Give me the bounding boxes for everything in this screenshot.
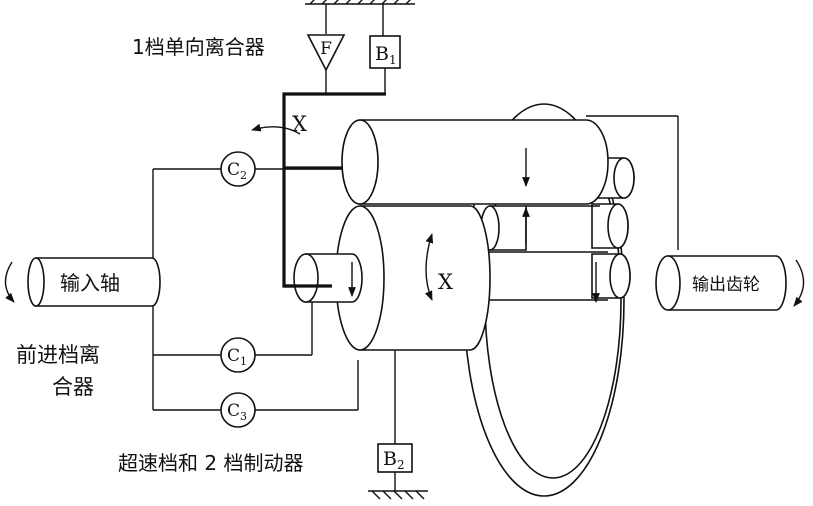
output-gear-label: 输出齿轮 — [692, 275, 760, 295]
ground-top — [305, 0, 415, 36]
output-connection — [586, 115, 679, 250]
output-gear: 输出齿轮 — [655, 255, 805, 311]
forward-clutch-label-2: 合器 — [52, 375, 94, 399]
svg-text:C3: C3 — [227, 401, 247, 423]
svg-text:C1: C1 — [227, 346, 247, 368]
b1-sub: 1 — [389, 53, 397, 67]
input-shaft: 输入轴 — [4, 257, 161, 307]
forward-clutch-label-1: 前进档离 — [16, 343, 100, 367]
one-way-clutch-f: F — [306, 34, 346, 94]
brake-b2: B2 — [377, 350, 413, 473]
svg-text:B2: B2 — [383, 448, 405, 472]
brake-b1: B1 — [369, 35, 401, 94]
b1-base: B — [375, 43, 389, 65]
input-shaft-label: 输入轴 — [60, 271, 120, 295]
f-label: F — [320, 39, 332, 59]
upper-drum — [341, 119, 609, 205]
overdrive-brake-label: 超速档和 2 档制动器 — [118, 451, 303, 475]
svg-text:C2: C2 — [227, 160, 247, 182]
x-upper-label: X — [292, 112, 307, 136]
planet-gears-right — [591, 157, 635, 299]
clutch-c1: C1 — [220, 337, 256, 373]
rotation-arrow-upper — [251, 123, 301, 135]
clutch-c3: C3 — [220, 392, 256, 428]
one-way-clutch-label: 1档单向离合器 — [132, 35, 265, 59]
x-middle-label: X — [438, 270, 453, 294]
main-shaft — [480, 251, 608, 301]
ground-bottom — [368, 470, 428, 500]
clutch-c2: C2 — [220, 151, 256, 187]
svg-text:B1: B1 — [375, 43, 397, 67]
output-rotation-icon — [793, 259, 805, 307]
input-rotation-icon — [4, 261, 15, 303]
sun-shaft-stub — [284, 253, 363, 303]
